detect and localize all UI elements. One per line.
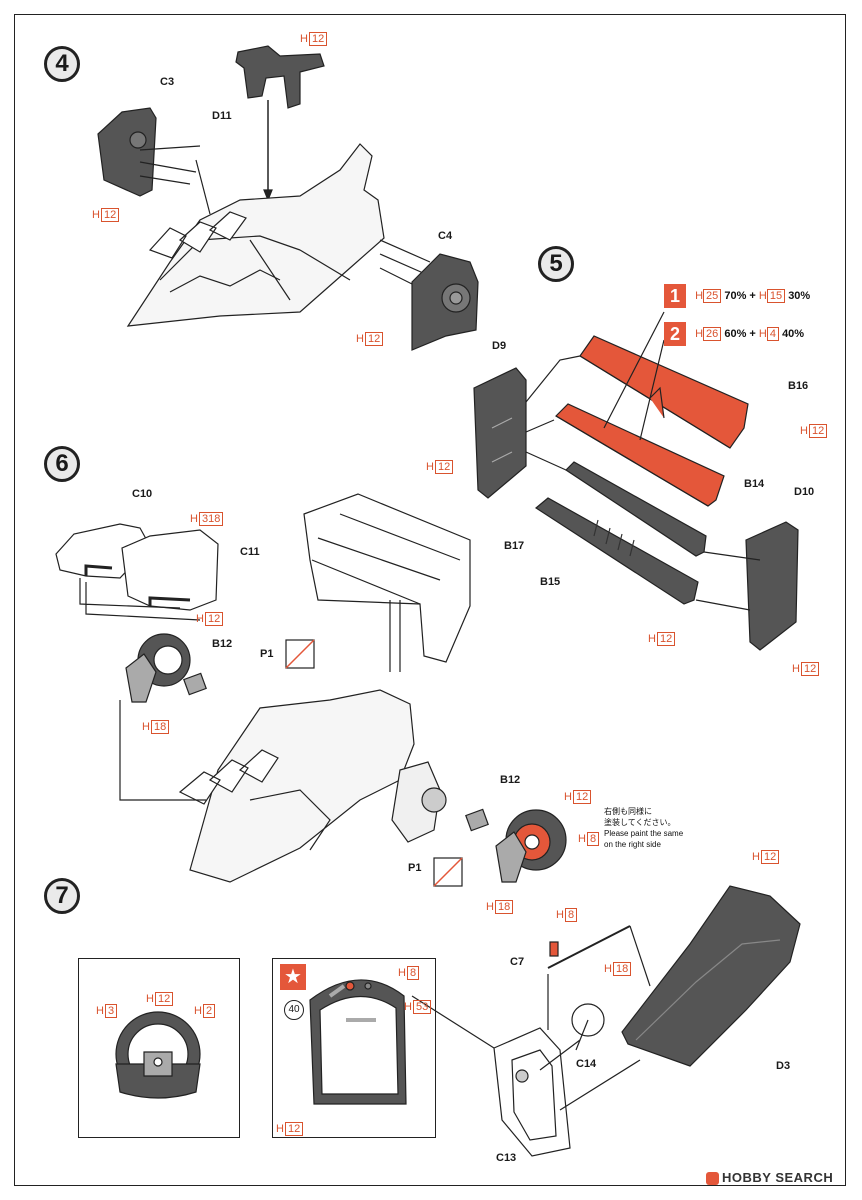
part-label-c13: C13 [496, 1152, 517, 1164]
part-label-d3: D3 [776, 1060, 791, 1072]
part-label-c4: C4 [438, 230, 453, 242]
part-label-d9: D9 [492, 340, 507, 352]
step-number-7: 7 [44, 878, 80, 914]
no-glue-icon-2 [433, 857, 463, 887]
c11-part [121, 529, 219, 611]
p1-right-part [465, 808, 489, 832]
c7-knob [549, 941, 559, 957]
star-icon: ★ [280, 964, 306, 990]
step6-chassis [189, 689, 415, 883]
page-frame [14, 14, 846, 1186]
step4-drawing [97, 45, 479, 351]
b17-wing [565, 461, 707, 557]
c13-panel [493, 1027, 571, 1157]
step6-drawing [55, 493, 567, 887]
part-label-b17: B17 [504, 540, 525, 552]
part-label-b14: B14 [744, 478, 765, 490]
part-label-b15: B15 [540, 576, 561, 588]
b15-wing [534, 497, 699, 605]
paint-right-side-note: 右側も同様に 塗装してください。 Please paint the same o… [604, 807, 684, 849]
step7-drawing [493, 885, 801, 1157]
decal-number-badge: 40 [284, 1000, 304, 1020]
right-upright [391, 761, 441, 843]
part-label-b12-left: B12 [212, 638, 233, 650]
c3-plate [97, 107, 157, 197]
steering-inset-drawing [115, 1011, 201, 1099]
d9-plate [473, 367, 527, 499]
step-number-5: 5 [538, 246, 574, 282]
part-label-p1-left: P1 [260, 648, 274, 660]
d11-part [235, 45, 325, 109]
d3-seat [621, 885, 801, 1067]
watermark: HOBBY SEARCH [706, 1170, 833, 1186]
part-label-p1-right: P1 [408, 862, 422, 874]
part-label-d11: D11 [212, 110, 232, 122]
d10-plate [745, 521, 799, 651]
step-number-6: 6 [44, 446, 80, 482]
no-glue-icon-1 [285, 639, 315, 669]
part-label-b12-right: B12 [500, 774, 521, 786]
step5-drawing [473, 311, 799, 651]
step-number-4: 4 [44, 46, 80, 82]
panel-inset-drawing [309, 979, 495, 1105]
part-label-c7: C7 [510, 956, 525, 968]
part-label-d10: D10 [794, 486, 815, 498]
part-label-c3: C3 [160, 76, 175, 88]
part-label-c14: C14 [576, 1058, 597, 1070]
part-label-c11: C11 [240, 546, 260, 558]
part-label-b16: B16 [788, 380, 809, 392]
steering-wheel-inset [78, 958, 240, 1138]
panel-inset [272, 958, 436, 1138]
rear-wing [303, 493, 471, 663]
hobby-search-logo-icon [706, 1172, 719, 1186]
part-label-c10: C10 [132, 488, 153, 500]
p1-left-part [183, 672, 207, 696]
